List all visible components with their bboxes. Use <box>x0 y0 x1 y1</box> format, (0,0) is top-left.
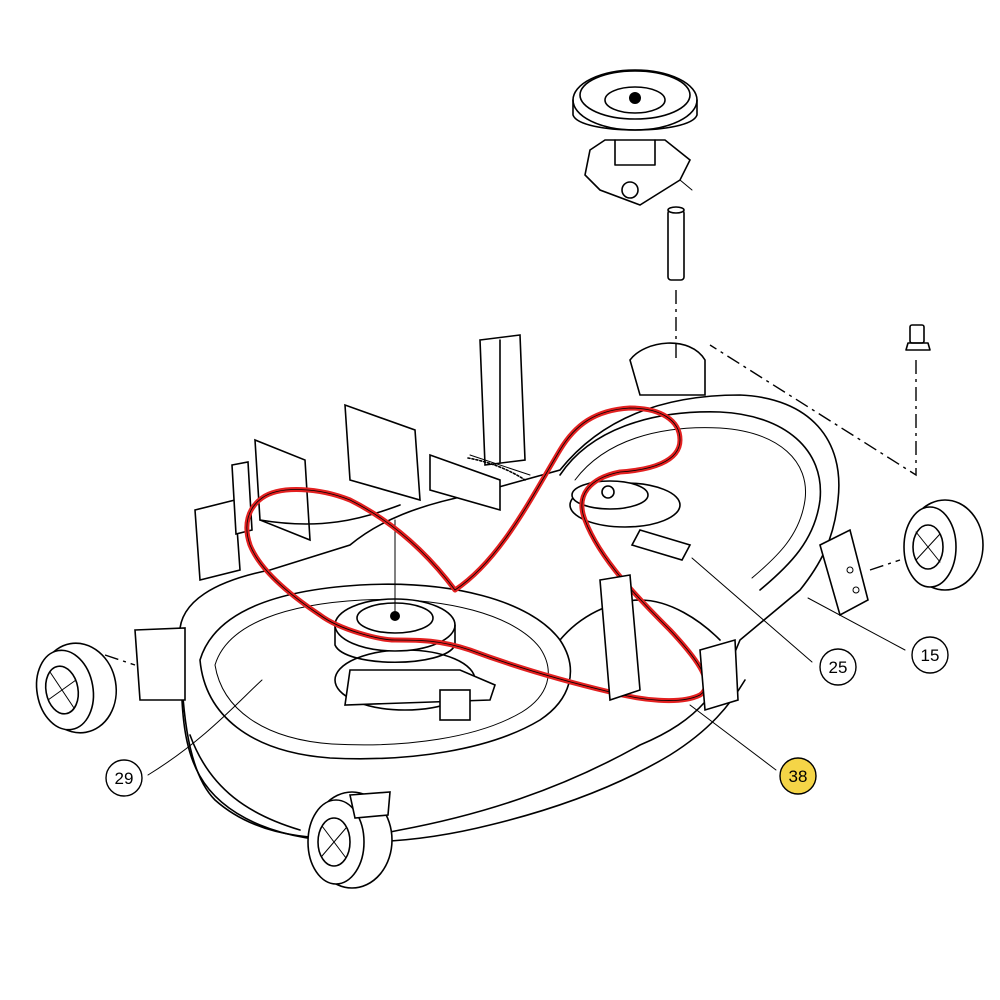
callout-38: 38 <box>779 757 817 795</box>
callout-15-label: 15 <box>921 646 940 665</box>
callout-29-label: 29 <box>115 769 134 788</box>
callout-15: 15 <box>911 636 949 674</box>
idler-bolt-part <box>709 324 931 477</box>
gauge-wheel-right <box>869 499 984 591</box>
callout-leaders <box>147 557 906 776</box>
callout-25-label: 25 <box>829 658 848 677</box>
callout-25: 25 <box>819 648 857 686</box>
spindle-assembly-exploded <box>572 69 698 360</box>
belt-guard-brackets <box>467 334 739 712</box>
gauge-wheel-front <box>307 791 393 889</box>
right-spindle-pulley <box>569 480 692 561</box>
drive-belt <box>244 405 709 704</box>
callout-29: 29 <box>105 759 143 797</box>
left-spindle-pulley <box>334 519 496 721</box>
gauge-wheel-left <box>35 627 186 734</box>
callout-38-label: 38 <box>789 767 808 786</box>
